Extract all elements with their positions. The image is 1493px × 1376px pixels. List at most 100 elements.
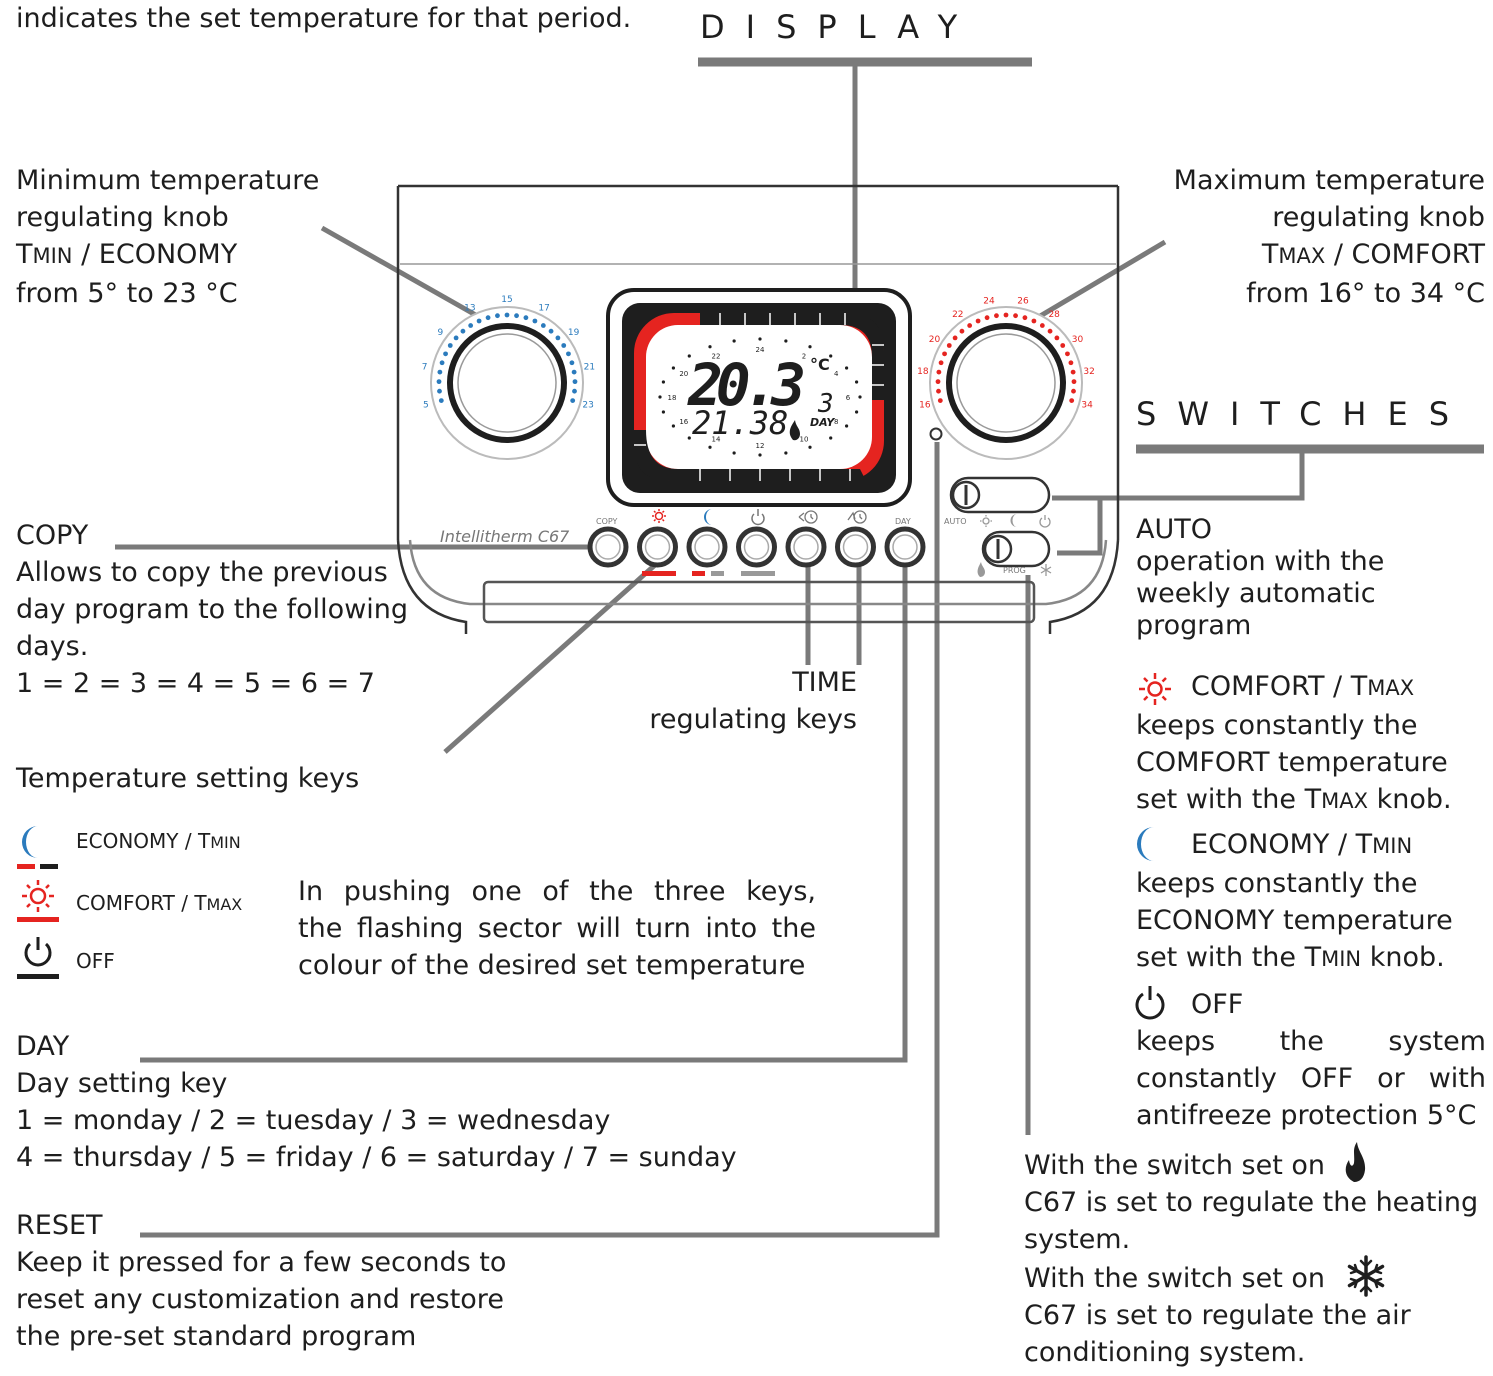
switches-leader-b: [1057, 498, 1103, 556]
heating-cooling-switch[interactable]: [981, 530, 1051, 568]
tmax-scale-label: 30: [1072, 335, 1084, 345]
tmax-scale-dot: [1071, 379, 1077, 385]
tmin-knob-label: Minimum temperature regulating knob TMIN…: [16, 162, 319, 312]
time-forward-key[interactable]: [835, 526, 876, 568]
tmax-knob[interactable]: [929, 306, 1083, 460]
comfort-title: COMFORT / TMAX: [1191, 671, 1415, 702]
copy-button-label: COPY: [596, 517, 618, 526]
lcd-hour-dot: [661, 380, 666, 384]
display-heading: DISPLAY: [700, 8, 979, 46]
tmin-line-3: TMIN / ECONOMY: [16, 239, 238, 270]
comfort-key-indicator: [642, 571, 676, 576]
tmin-scale-dot: [436, 379, 442, 385]
tmin-scale-label: 13: [464, 304, 475, 314]
lcd-hour-dot: [854, 410, 859, 414]
tmax-line-3: TMAX / COMFORT: [1261, 239, 1485, 270]
day-button-label: DAY: [895, 517, 911, 526]
tmax-scale-dot: [938, 360, 944, 366]
lcd-hour-dot: [854, 380, 859, 384]
tmin-scale-dot: [523, 315, 529, 321]
tmax-line-4: from 16° to 34 °C: [1246, 278, 1485, 309]
header-fragment: indicates the set temperature for that p…: [16, 3, 632, 34]
lcd-hour-dot: [829, 354, 833, 358]
legend-moon-icon: [17, 826, 58, 869]
copy-title: COPY: [16, 520, 89, 551]
legend-off-label: OFF: [76, 949, 115, 973]
lcd-hour-label: 20: [679, 370, 688, 378]
tmax-line-2: regulating knob: [1272, 202, 1485, 233]
brand-label: Intellitherm C67: [440, 527, 570, 546]
tmin-leader: [320, 225, 490, 325]
time-back-key[interactable]: [785, 526, 827, 568]
lcd-hour-label: 2: [802, 352, 806, 360]
lcd-hour-dot: [671, 424, 675, 428]
lcd-hour-dot: [661, 410, 666, 414]
tmax-scale-dot: [975, 318, 981, 324]
lcd-hour-label: 12: [756, 442, 765, 450]
lcd-time: 21.38: [692, 404, 788, 442]
lcd-hour-label: 4: [834, 370, 839, 378]
tmin-scale-dot: [438, 398, 444, 403]
tmin-scale-dot: [437, 369, 443, 375]
tmin-scale-dot: [504, 312, 510, 318]
reset-button[interactable]: [929, 427, 943, 441]
off-key[interactable]: [736, 526, 777, 568]
tmax-scale-label: 28: [1048, 310, 1060, 320]
lcd-hour-label: 14: [712, 436, 721, 444]
tmin-scale-label: 17: [538, 304, 549, 314]
tmax-knob-label: Maximum temperature regulating knob TMAX…: [1174, 162, 1485, 312]
tmax-leader: [1023, 239, 1167, 328]
economy-title: ECONOMY / TMIN: [1191, 829, 1413, 860]
copy-button[interactable]: [587, 526, 629, 568]
comfort-description: COMFORT / TMAX keeps constantly the COMF…: [1136, 668, 1452, 820]
auto-description: AUTO operation with the weekly automatic…: [1136, 514, 1385, 641]
tmin-scale-dot: [532, 318, 538, 324]
comfort-key[interactable]: [637, 526, 678, 568]
day-description: DAY Day setting key 1 = monday / 2 = tue…: [16, 1028, 737, 1176]
temp-keys-title: Temperature setting keys: [16, 763, 360, 794]
day-leader: [140, 565, 908, 1063]
tmin-scale-dot: [555, 335, 561, 341]
tmin-line-4: from 5° to 23 °C: [16, 278, 238, 309]
lcd-hour-label: 8: [834, 418, 838, 426]
economy-key[interactable]: [686, 526, 728, 568]
button-icons: COPY DAY: [596, 509, 911, 576]
tmin-scale-dot: [514, 313, 519, 319]
lcd-day-label: DAY: [810, 416, 835, 429]
off-key-power-icon: [751, 509, 765, 526]
lcd-hour-dot: [758, 453, 762, 457]
day-button[interactable]: [884, 526, 926, 568]
tmin-knob[interactable]: [430, 306, 584, 460]
switch-flame-icon: [977, 562, 985, 577]
tmax-scale-dot: [935, 379, 941, 385]
lcd-hour-dot: [808, 345, 812, 349]
lcd-hour-dot: [658, 395, 662, 399]
lcd-hour-label: 24: [756, 346, 765, 354]
cooling-snowflake-icon: [1347, 1255, 1385, 1297]
tmax-scale-label: 16: [919, 401, 931, 411]
tmax-scale-label: 20: [929, 335, 941, 345]
auto-switch-power-icon: [1039, 515, 1051, 528]
economy-key-moon-icon: [704, 509, 712, 525]
auto-switch-label: AUTO: [944, 517, 967, 526]
lcd-flame-icon: [789, 420, 800, 441]
legend-comfort-label: COMFORT / TMAX: [76, 891, 243, 915]
tmax-scale-label: 24: [983, 297, 995, 307]
copy-description: COPY Allows to copy the previous day pro…: [16, 517, 408, 702]
auto-mode-switch[interactable]: [949, 476, 1051, 514]
tmax-scale-label: 32: [1083, 367, 1094, 377]
button-row: [587, 526, 926, 568]
switch-snowflake-icon: [1040, 564, 1052, 576]
tmin-scale-dot: [447, 343, 453, 348]
lcd-temperature: 20.3: [687, 351, 806, 419]
economy-key-indicator-dark: [711, 571, 724, 576]
lcd-hour-dot: [708, 445, 712, 449]
off-description: OFF keeps the system constantly OFF or w…: [1136, 986, 1486, 1134]
day-title: DAY: [16, 1031, 70, 1062]
tmax-scale-label: 34: [1081, 401, 1093, 411]
cooling-description: With the switch set on C67 is set to reg…: [1024, 1263, 1411, 1368]
tmin-scale-dot: [540, 323, 546, 328]
